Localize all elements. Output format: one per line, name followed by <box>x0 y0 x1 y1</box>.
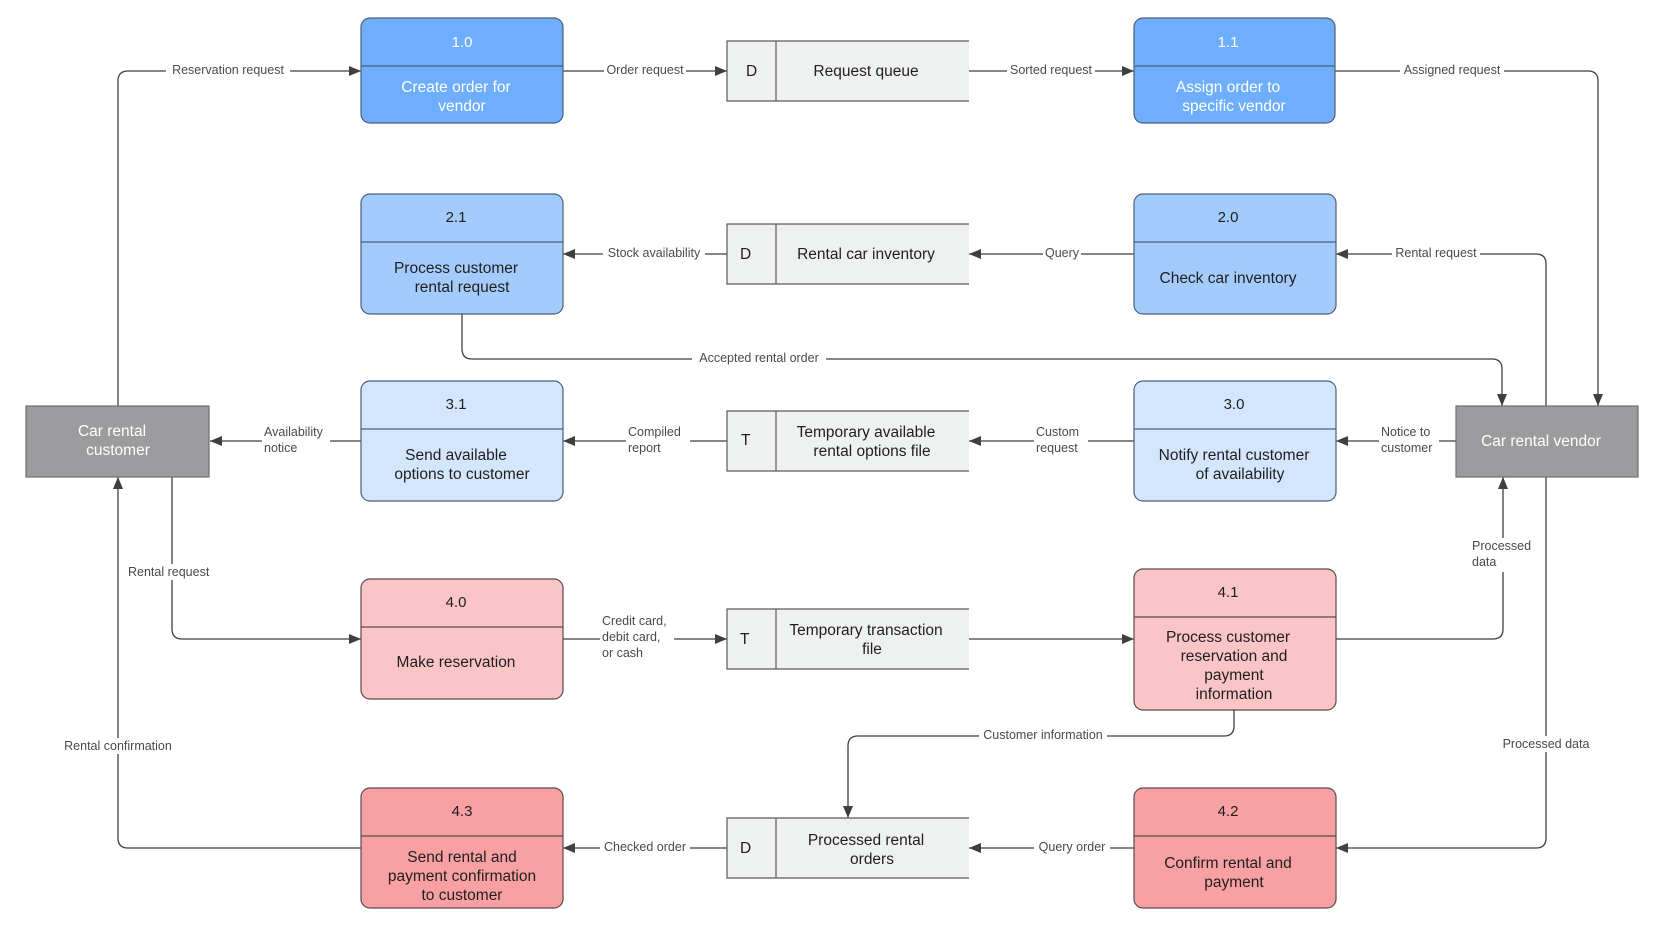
label-accepted-rental-order: Accepted rental order <box>699 351 819 365</box>
process-id: 1.1 <box>1218 34 1239 51</box>
label-query: Query <box>1045 246 1080 260</box>
store-code: T <box>740 631 750 648</box>
label-assigned-request: Assigned request <box>1404 63 1501 77</box>
store-rental-car-inventory: D Rental car inventory <box>726 223 969 285</box>
label-rental-request-customer: Rental request <box>128 565 210 579</box>
label-processed-data-down: Processed data <box>1503 737 1590 751</box>
flow-processed-data-down <box>1336 477 1547 853</box>
store-label: Request queue <box>813 63 918 80</box>
label-customer-information: Customer information <box>983 728 1103 742</box>
label-stock-availability: Stock availability <box>608 246 701 260</box>
process-id: 2.1 <box>446 209 467 226</box>
store-request-queue: D Request queue <box>726 40 969 102</box>
flow-rental-request-customer <box>171 477 361 644</box>
label-order-request: Order request <box>606 63 684 77</box>
process-id: 4.2 <box>1218 803 1239 820</box>
store-code: D <box>740 246 751 263</box>
entity-customer-line: customer <box>86 442 150 459</box>
flow-rental-confirmation <box>113 477 361 849</box>
process-4-0: 4.0 Make reservation <box>360 578 564 700</box>
process-id: 3.1 <box>446 396 467 413</box>
store-code: T <box>741 432 751 449</box>
label-query-order: Query order <box>1039 840 1106 854</box>
label-reservation-request: Reservation request <box>172 63 284 77</box>
flow-reservation-request <box>117 66 361 406</box>
entity-car-rental-vendor: Car rental vendor <box>1455 405 1639 478</box>
process-2-0: 2.0 Check car inventory <box>1133 193 1337 315</box>
store-label: Rental car inventory <box>797 246 935 263</box>
process-id: 3.0 <box>1224 396 1245 413</box>
process-id: 1.0 <box>452 34 473 51</box>
entity-customer-line: Car rental <box>78 423 146 440</box>
entity-car-rental-customer: Car rental customer <box>25 405 210 478</box>
process-label: Check car inventory <box>1160 270 1297 287</box>
flow-rental-request-vendor <box>1336 249 1547 406</box>
store-code: D <box>740 840 751 857</box>
label-payment-method: Credit card,debit card,or cash <box>602 614 667 660</box>
process-id: 4.0 <box>446 594 467 611</box>
svg-text:Car rental vendor: Car rental vendor <box>1481 433 1601 450</box>
flow-accepted-rental-order <box>461 314 1507 406</box>
label-rental-request-vendor: Rental request <box>1395 246 1477 260</box>
process-id: 4.3 <box>452 803 473 820</box>
label-checked-order: Checked order <box>604 840 686 854</box>
label-sorted-request: Sorted request <box>1010 63 1093 77</box>
flow-assigned-request <box>1335 70 1603 406</box>
store-code: D <box>746 63 757 80</box>
flow-processed-data-up <box>1336 477 1508 640</box>
process-label: Make reservation <box>397 654 516 671</box>
entity-vendor-line: Car rental vendor <box>1481 433 1601 450</box>
label-rental-confirmation: Rental confirmation <box>64 739 172 753</box>
flow-labels: Reservation request Order request Sorted… <box>58 62 1593 855</box>
process-id: 4.1 <box>1218 584 1239 601</box>
process-id: 2.0 <box>1218 209 1239 226</box>
